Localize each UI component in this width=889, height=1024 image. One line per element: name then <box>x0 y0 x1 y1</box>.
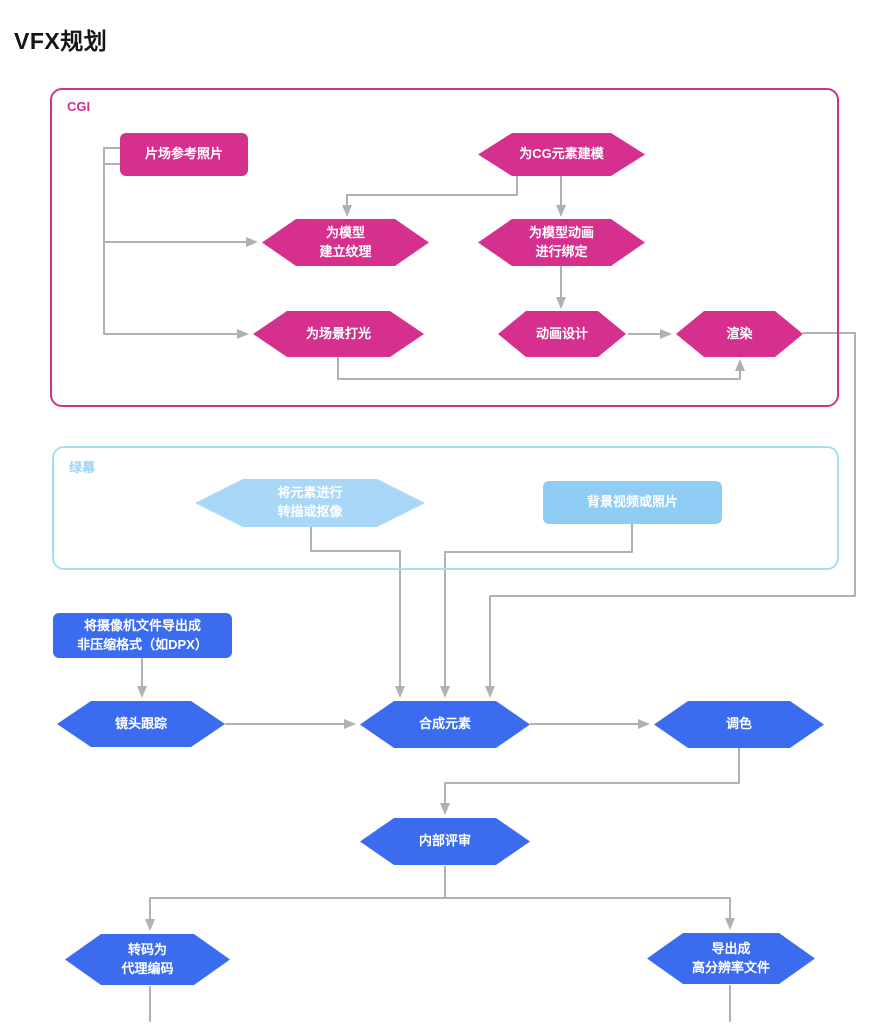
node-label: 转码为 代理编码 <box>121 941 174 976</box>
node-label: 为CG元素建模 <box>519 146 604 162</box>
edge-roto-to-composite <box>310 527 405 698</box>
node-label: 为模型 建立纹理 <box>319 224 372 259</box>
node-texture-model: 为模型 建立纹理 <box>262 219 429 266</box>
node-label: 镜头跟踪 <box>114 715 167 731</box>
node-model-cg-elements: 为CG元素建模 <box>478 133 645 176</box>
node-background-video-or-photos: 背景视频或照片 <box>543 481 722 524</box>
group-greenscreen: 绿幕 <box>52 446 839 570</box>
node-animation-design: 动画设计 <box>498 311 626 357</box>
node-composite-elements: 合成元素 <box>360 701 530 748</box>
node-label: 渲染 <box>726 325 753 341</box>
node-label: 调色 <box>725 716 752 732</box>
group-cgi: CGI <box>50 88 839 407</box>
edge-review-to-proxy <box>145 897 445 931</box>
node-label: 为模型动画 进行绑定 <box>528 224 594 259</box>
node-render: 渲染 <box>676 311 803 357</box>
group-greenscreen-label: 绿幕 <box>69 460 96 475</box>
edge-lighting-to-render <box>337 357 745 380</box>
node-label: 动画设计 <box>535 325 588 341</box>
node-camera-tracking: 镜头跟踪 <box>57 701 225 747</box>
group-cgi-label: CGI <box>67 99 91 114</box>
node-internal-review: 内部评审 <box>360 818 530 865</box>
node-roto-or-key-elements: 将元素进行 转描或抠像 <box>195 479 425 527</box>
node-label: 合成元素 <box>418 716 471 732</box>
node-label: 内部评审 <box>418 833 471 849</box>
edge-review-to-exporthires <box>445 897 735 930</box>
edge-bgvideo-to-composite <box>440 524 633 698</box>
node-label: 导出成 高分辨率文件 <box>691 940 770 975</box>
node-label: 将摄像机文件导出成 非压缩格式（如DPX） <box>77 617 208 652</box>
node-set-reference-photos: 片场参考照片 <box>120 133 248 176</box>
node-label: 将元素进行 转描或抠像 <box>277 485 343 519</box>
node-light-scene: 为场景打光 <box>253 311 424 357</box>
node-color-grading: 调色 <box>654 701 824 748</box>
node-rig-model-animation: 为模型动画 进行绑定 <box>478 219 645 266</box>
node-label: 为场景打光 <box>305 325 371 341</box>
node-transcode-proxy: 转码为 代理编码 <box>65 934 230 985</box>
edge-modelcg-to-texture <box>342 176 518 217</box>
node-label: 片场参考照片 <box>144 146 223 162</box>
edge-grading-to-review <box>440 748 740 815</box>
node-export-high-res-files: 导出成 高分辨率文件 <box>647 933 815 984</box>
node-export-camera-files-dpx: 将摄像机文件导出成 非压缩格式（如DPX） <box>53 613 232 658</box>
node-label: 背景视频或照片 <box>586 494 678 510</box>
page-title: VFX规划 <box>14 28 108 54</box>
